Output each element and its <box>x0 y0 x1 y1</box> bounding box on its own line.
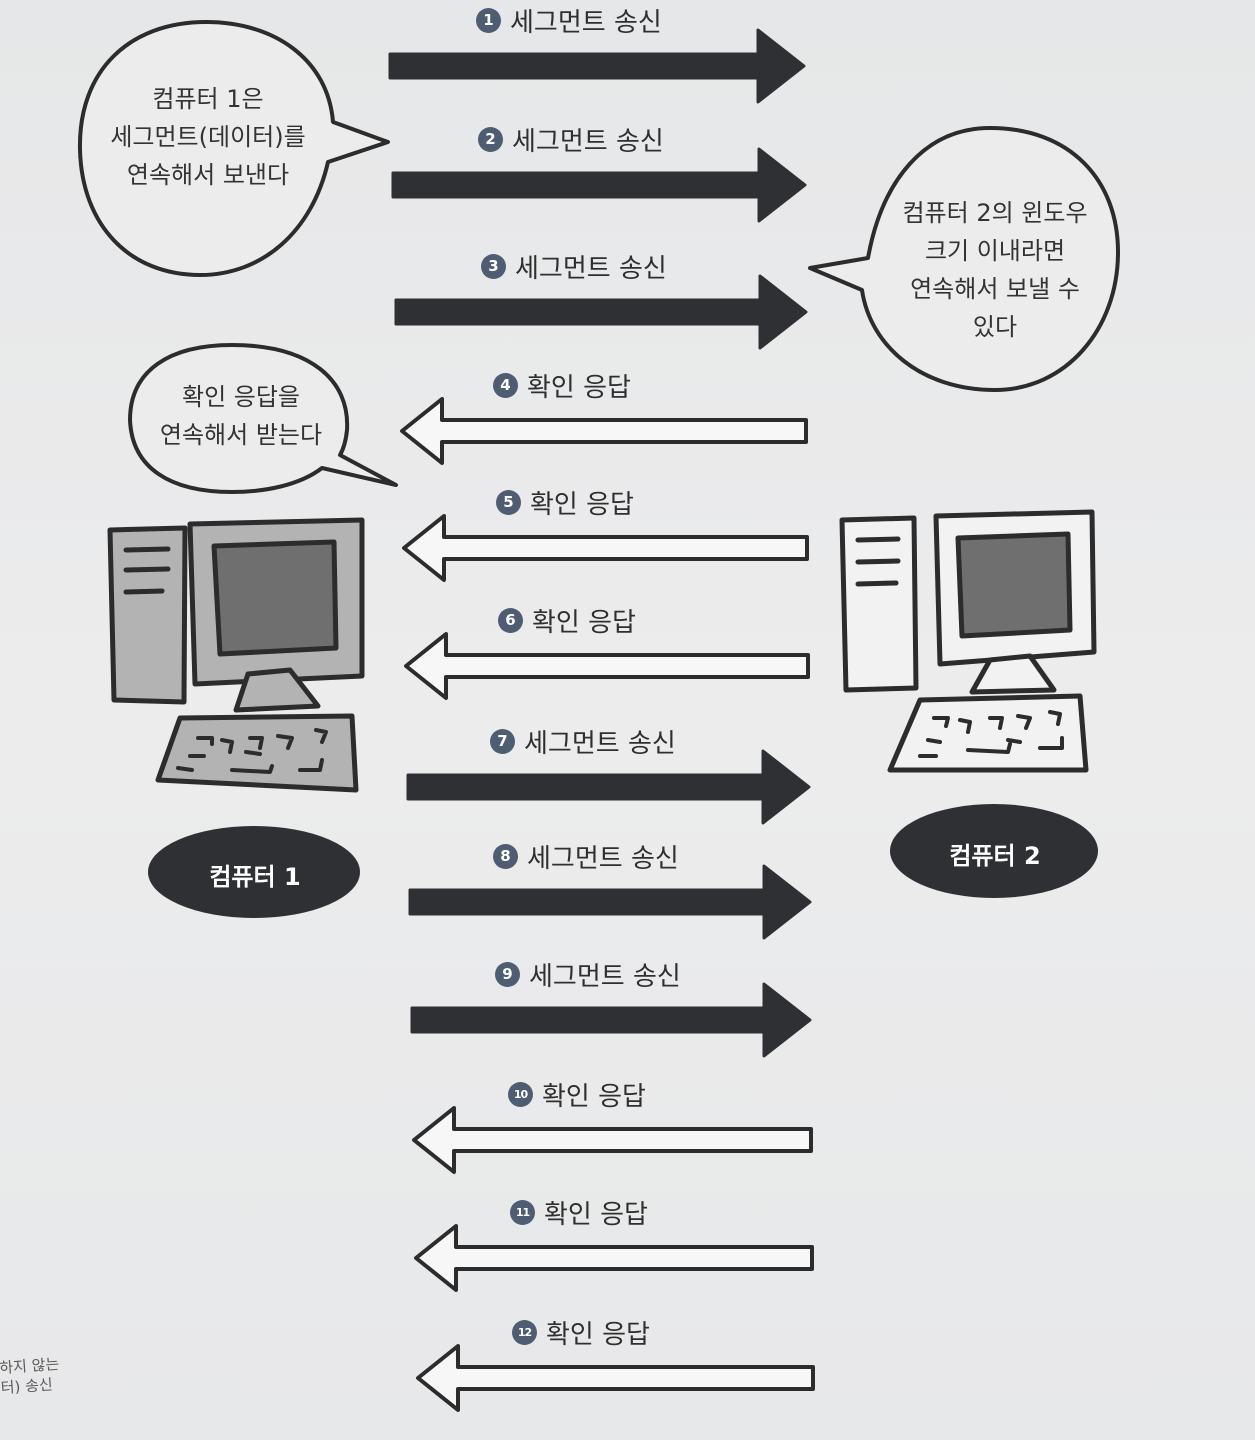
step-label: 10 확인 응답 <box>508 1077 646 1112</box>
computer1-illustration <box>107 517 365 793</box>
computer1-tower-slot <box>123 566 171 573</box>
bubble-line: 세그먼트(데이터)를 <box>110 123 306 151</box>
step-number-badge: 2 <box>478 126 503 152</box>
bubble-text-computer1-receive: 확인 응답을 연속해서 받는다 <box>138 378 344 454</box>
step-label: 9 세그먼트 송신 <box>495 957 681 992</box>
computer1-tower-slot <box>123 546 171 553</box>
step-label: 5 확인 응답 <box>496 485 634 520</box>
step-label: 6 확인 응답 <box>498 603 636 638</box>
ack-arrow <box>404 632 810 700</box>
step-number-badge: 12 <box>512 1319 537 1345</box>
speech-bubble-computer1-receive <box>128 343 398 494</box>
step-label: 3 세그먼트 송신 <box>481 249 667 284</box>
bubble-line: 연속해서 보낼 수 <box>910 275 1080 303</box>
step-label: 1 세그먼트 송신 <box>476 3 662 38</box>
step-label-text: 세그먼트 송신 <box>524 728 676 759</box>
step-label-text: 세그먼트 송신 <box>515 253 667 284</box>
bubble-text-computer2-window: 컴퓨터 2의 윈도우 크기 이내라면 연속해서 보낼 수 있다 <box>870 194 1120 346</box>
segment-send-arrow <box>406 749 811 825</box>
step-number-badge: 5 <box>496 489 521 515</box>
bubble-line: 연속해서 받는다 <box>159 421 323 449</box>
step-number-badge: 6 <box>498 607 523 633</box>
step-label: 11 확인 응답 <box>510 1195 648 1230</box>
computer2-key <box>918 710 1064 758</box>
ack-arrow <box>400 397 808 465</box>
segment-send-arrow <box>388 28 806 104</box>
computer1-screen <box>211 539 339 657</box>
ack-arrow <box>414 1224 814 1292</box>
bubble-line: 확인 응답을 <box>181 383 301 411</box>
step-label-text: 세그먼트 송신 <box>527 843 679 874</box>
step-number-badge: 11 <box>510 1199 535 1225</box>
margin-note: 하지 않는 터) 송신 <box>0 1354 61 1398</box>
step-label-text: 세그먼트 송신 <box>529 961 681 992</box>
arrow-layer <box>388 28 815 1412</box>
step-label-text: 확인 응답 <box>530 489 634 520</box>
computer2-stand <box>969 653 1057 695</box>
computer2-keyboard <box>887 693 1089 773</box>
computer2-tower <box>839 515 919 693</box>
step-label-text: 세그먼트 송신 <box>510 7 662 38</box>
computer2-screen <box>955 531 1073 639</box>
bubble-line: 크기 이내라면 <box>924 237 1066 265</box>
segment-send-arrow <box>410 982 812 1058</box>
segment-send-arrow <box>391 147 807 223</box>
computer1-key <box>176 728 328 774</box>
step-label: 12 확인 응답 <box>512 1315 650 1350</box>
step-number-badge: 9 <box>495 961 520 987</box>
margin-note-line: 터) 송신 <box>0 1375 54 1398</box>
bubble-text-computer1-send: 컴퓨터 1은 세그먼트(데이터)를 연속해서 보낸다 <box>88 80 328 194</box>
bubble-line: 컴퓨터 1은 <box>152 85 264 113</box>
ack-arrow <box>412 1106 813 1174</box>
computer2-pill <box>890 804 1098 898</box>
computer2-illustration <box>839 509 1097 773</box>
step-label: 2 세그먼트 송신 <box>478 122 664 157</box>
step-number-badge: 3 <box>481 253 506 279</box>
computer2-tower-slot <box>855 536 901 543</box>
computer2-tower-slot <box>855 558 901 565</box>
bubble-line: 연속해서 보낸다 <box>126 161 290 189</box>
segment-send-arrow <box>394 274 808 350</box>
computer1-tower <box>107 525 188 705</box>
speech-bubble-computer2-window <box>808 126 1120 392</box>
step-number-badge: 7 <box>490 728 515 754</box>
computer1-label: 컴퓨터 1 <box>209 863 301 891</box>
computer2-label: 컴퓨터 2 <box>949 842 1041 870</box>
step-label: 8 세그먼트 송신 <box>493 839 679 874</box>
step-number-badge: 8 <box>493 843 518 869</box>
ack-arrow <box>416 1344 815 1412</box>
step-number-badge: 10 <box>508 1081 533 1107</box>
step-label-text: 확인 응답 <box>532 607 636 638</box>
step-label-text: 확인 응답 <box>544 1199 648 1230</box>
step-number-badge: 4 <box>493 372 518 398</box>
step-label-text: 확인 응답 <box>542 1081 646 1112</box>
step-label: 7 세그먼트 송신 <box>490 724 676 759</box>
step-number-badge: 1 <box>476 7 501 33</box>
bubble-line: 있다 <box>972 313 1018 341</box>
computer1-stand <box>233 667 321 713</box>
step-label-text: 확인 응답 <box>546 1319 650 1350</box>
speech-bubble-computer1-send <box>77 20 390 277</box>
segment-send-arrow <box>408 864 812 940</box>
step-label-text: 세그먼트 송신 <box>512 126 664 157</box>
step-label: 4 확인 응답 <box>493 368 631 403</box>
bubble-line: 컴퓨터 2의 윈도우 <box>902 199 1088 227</box>
computer2-tower-slot <box>855 580 899 587</box>
step-label-text: 확인 응답 <box>527 372 631 403</box>
computer1-pill <box>148 826 360 918</box>
ack-arrow <box>402 514 809 582</box>
computer1-tower-slot <box>123 588 165 595</box>
